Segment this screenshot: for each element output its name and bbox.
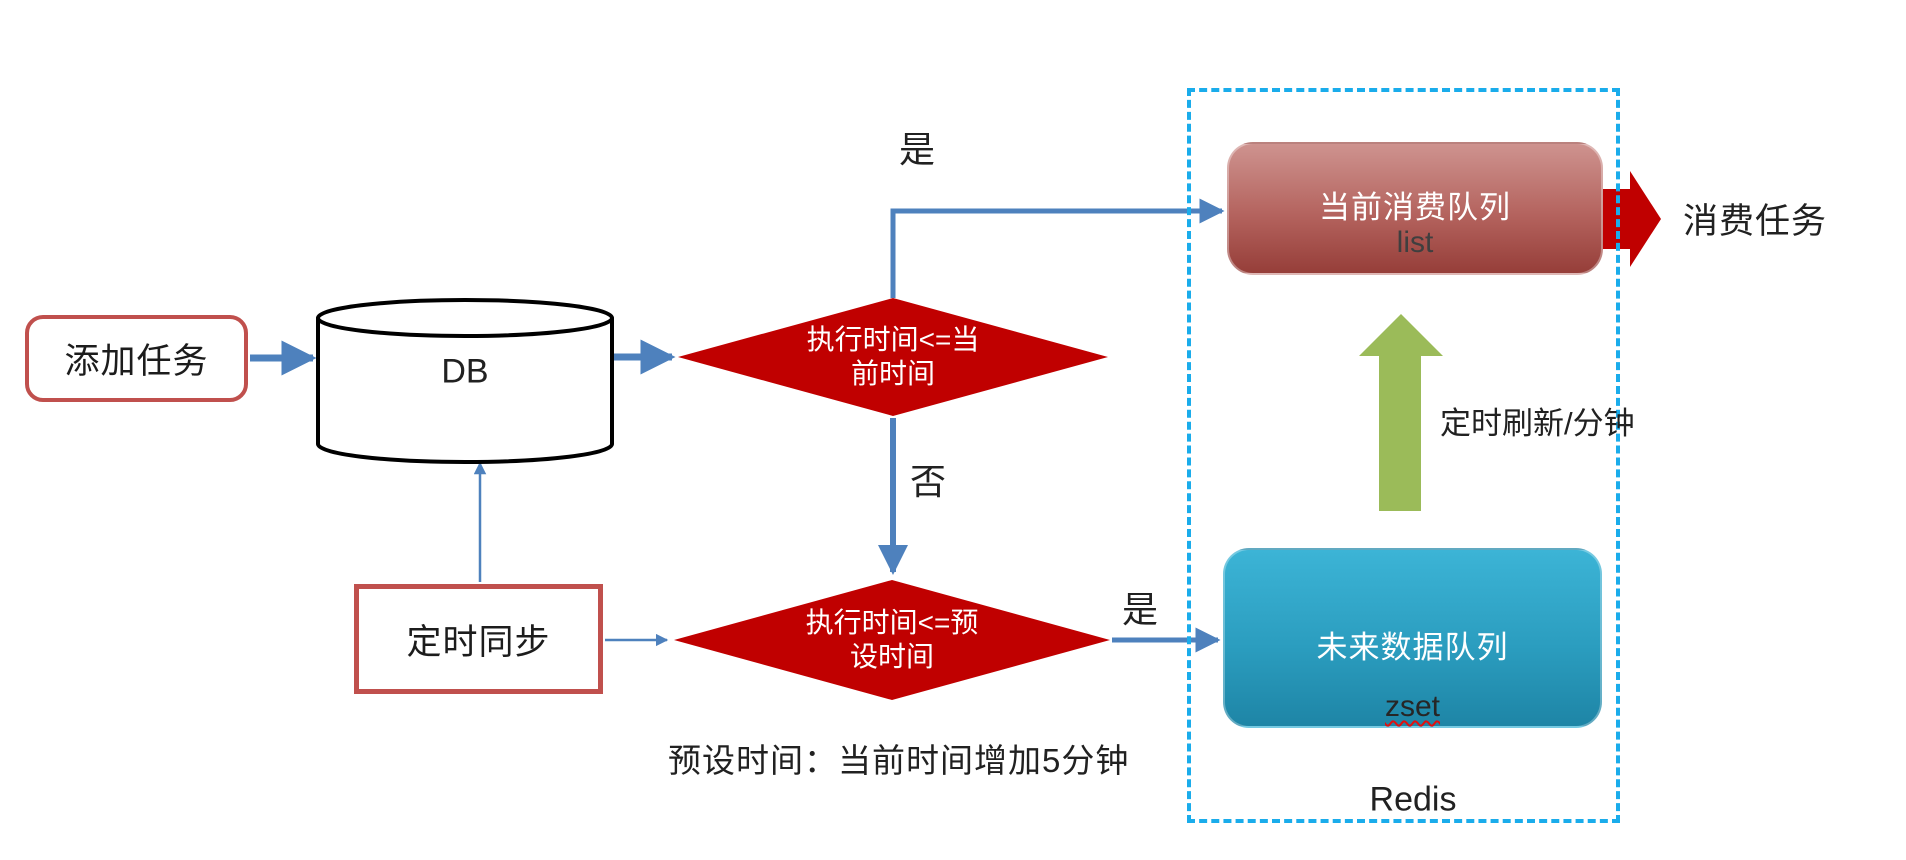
decision-current-time-text: 执行时间<=当 前时间 xyxy=(807,323,980,391)
redis-dashed-container xyxy=(1187,88,1620,823)
arrow-yes-to-current-queue xyxy=(890,198,1225,298)
edge-label-yes-top: 是 xyxy=(898,129,936,170)
edge-label-yes-bottom: 是 xyxy=(1121,589,1159,630)
db-cylinder-shape xyxy=(316,298,614,464)
node-timed-sync: 定时同步 xyxy=(354,584,603,694)
decision-current-line1: 执行时间<=当 xyxy=(806,324,980,355)
node-add-task-label: 添加任务 xyxy=(64,342,209,381)
redis-container-label: Redis xyxy=(1369,780,1457,819)
edge-label-no: 否 xyxy=(909,461,947,502)
decision-preset-line2: 设时间 xyxy=(849,641,934,672)
decision-preset-line1: 执行时间<=预 xyxy=(805,607,979,638)
future-queue-title: 未来数据队列 xyxy=(1316,630,1509,665)
preset-time-note: 预设时间：当前时间增加5分钟 xyxy=(668,742,1130,779)
node-timed-sync-label: 定时同步 xyxy=(406,622,551,662)
future-queue-type: zset xyxy=(1384,690,1441,723)
current-queue-title: 当前消费队列 xyxy=(1319,190,1511,225)
refresh-up-arrow-icon xyxy=(1359,314,1443,511)
decision-preset-time-text: 执行时间<=预 设时间 xyxy=(806,606,979,674)
decision-current-line2: 前时间 xyxy=(850,358,935,389)
decision-current-time-shape xyxy=(678,298,1108,416)
node-future-data-queue: 未来数据队列 zset xyxy=(1223,548,1602,728)
refresh-interval-label: 定时刷新/分钟 xyxy=(1440,406,1635,441)
db-label: DB xyxy=(441,352,489,391)
node-current-consume-queue: 当前消费队列 list xyxy=(1227,142,1603,275)
decision-preset-time-shape xyxy=(674,580,1110,700)
consume-task-label: 消费任务 xyxy=(1683,202,1828,241)
node-add-task: 添加任务 xyxy=(25,315,248,402)
current-queue-type: list xyxy=(1396,226,1434,259)
